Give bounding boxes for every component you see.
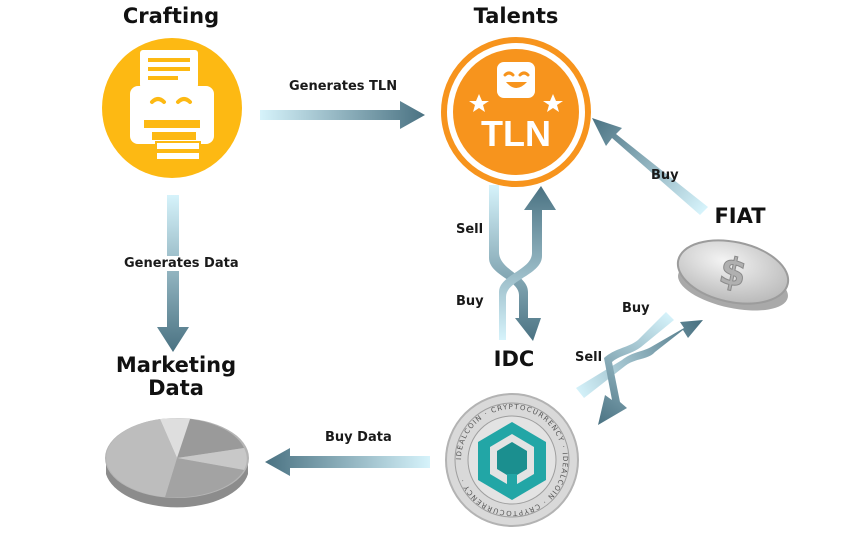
label-generates-data: Generates Data [122, 256, 241, 271]
fiat-coin-face [676, 239, 790, 305]
label-fiat-buy-idc: Buy [622, 301, 650, 316]
crafting-printer-icon [130, 50, 214, 161]
idealcoin-logo-icon [478, 422, 546, 500]
tln-coin-text: TLN [481, 113, 551, 154]
arrow-fiat-buy-tln [592, 118, 708, 215]
fiat-title: FIAT [714, 204, 766, 228]
fiat-coin: $ [676, 239, 790, 311]
arrow-idc-sell-fiat [576, 320, 703, 398]
idc-coin: IDEALCOIN · CRYPTOCURRENCY · IDEALCOIN ·… [445, 393, 579, 527]
arrow-fiat-buy-idc [598, 312, 674, 425]
tln-mascot-icon [469, 62, 563, 112]
crafting-title: Crafting [122, 4, 220, 28]
label-buy-data: Buy Data [325, 430, 392, 445]
arrow-buy-data [265, 448, 430, 476]
arrow-generates-tln [260, 101, 425, 129]
talents-node: TLN [441, 37, 591, 187]
label-talents-idc-buy: Buy [456, 294, 484, 309]
arrow-generates-data [157, 195, 189, 352]
label-talents-idc-sell: Sell [456, 222, 484, 237]
marketing-pie-chart-icon [105, 418, 249, 508]
marketing-title-line2: Data [148, 376, 204, 400]
label-fiat-buy-tln: Buy [651, 168, 679, 183]
label-idc-sell-fiat: Sell [575, 350, 603, 365]
idc-title: IDC [493, 347, 535, 371]
talents-title: Talents [473, 4, 559, 28]
crafting-node [102, 38, 242, 178]
arrow-talents-idc-sell [489, 185, 541, 341]
arrow-talents-idc-buy [489, 186, 556, 340]
label-generates-tln: Generates TLN [289, 79, 398, 94]
talents-circle [453, 49, 579, 175]
marketing-title-line1: Marketing [115, 353, 237, 377]
